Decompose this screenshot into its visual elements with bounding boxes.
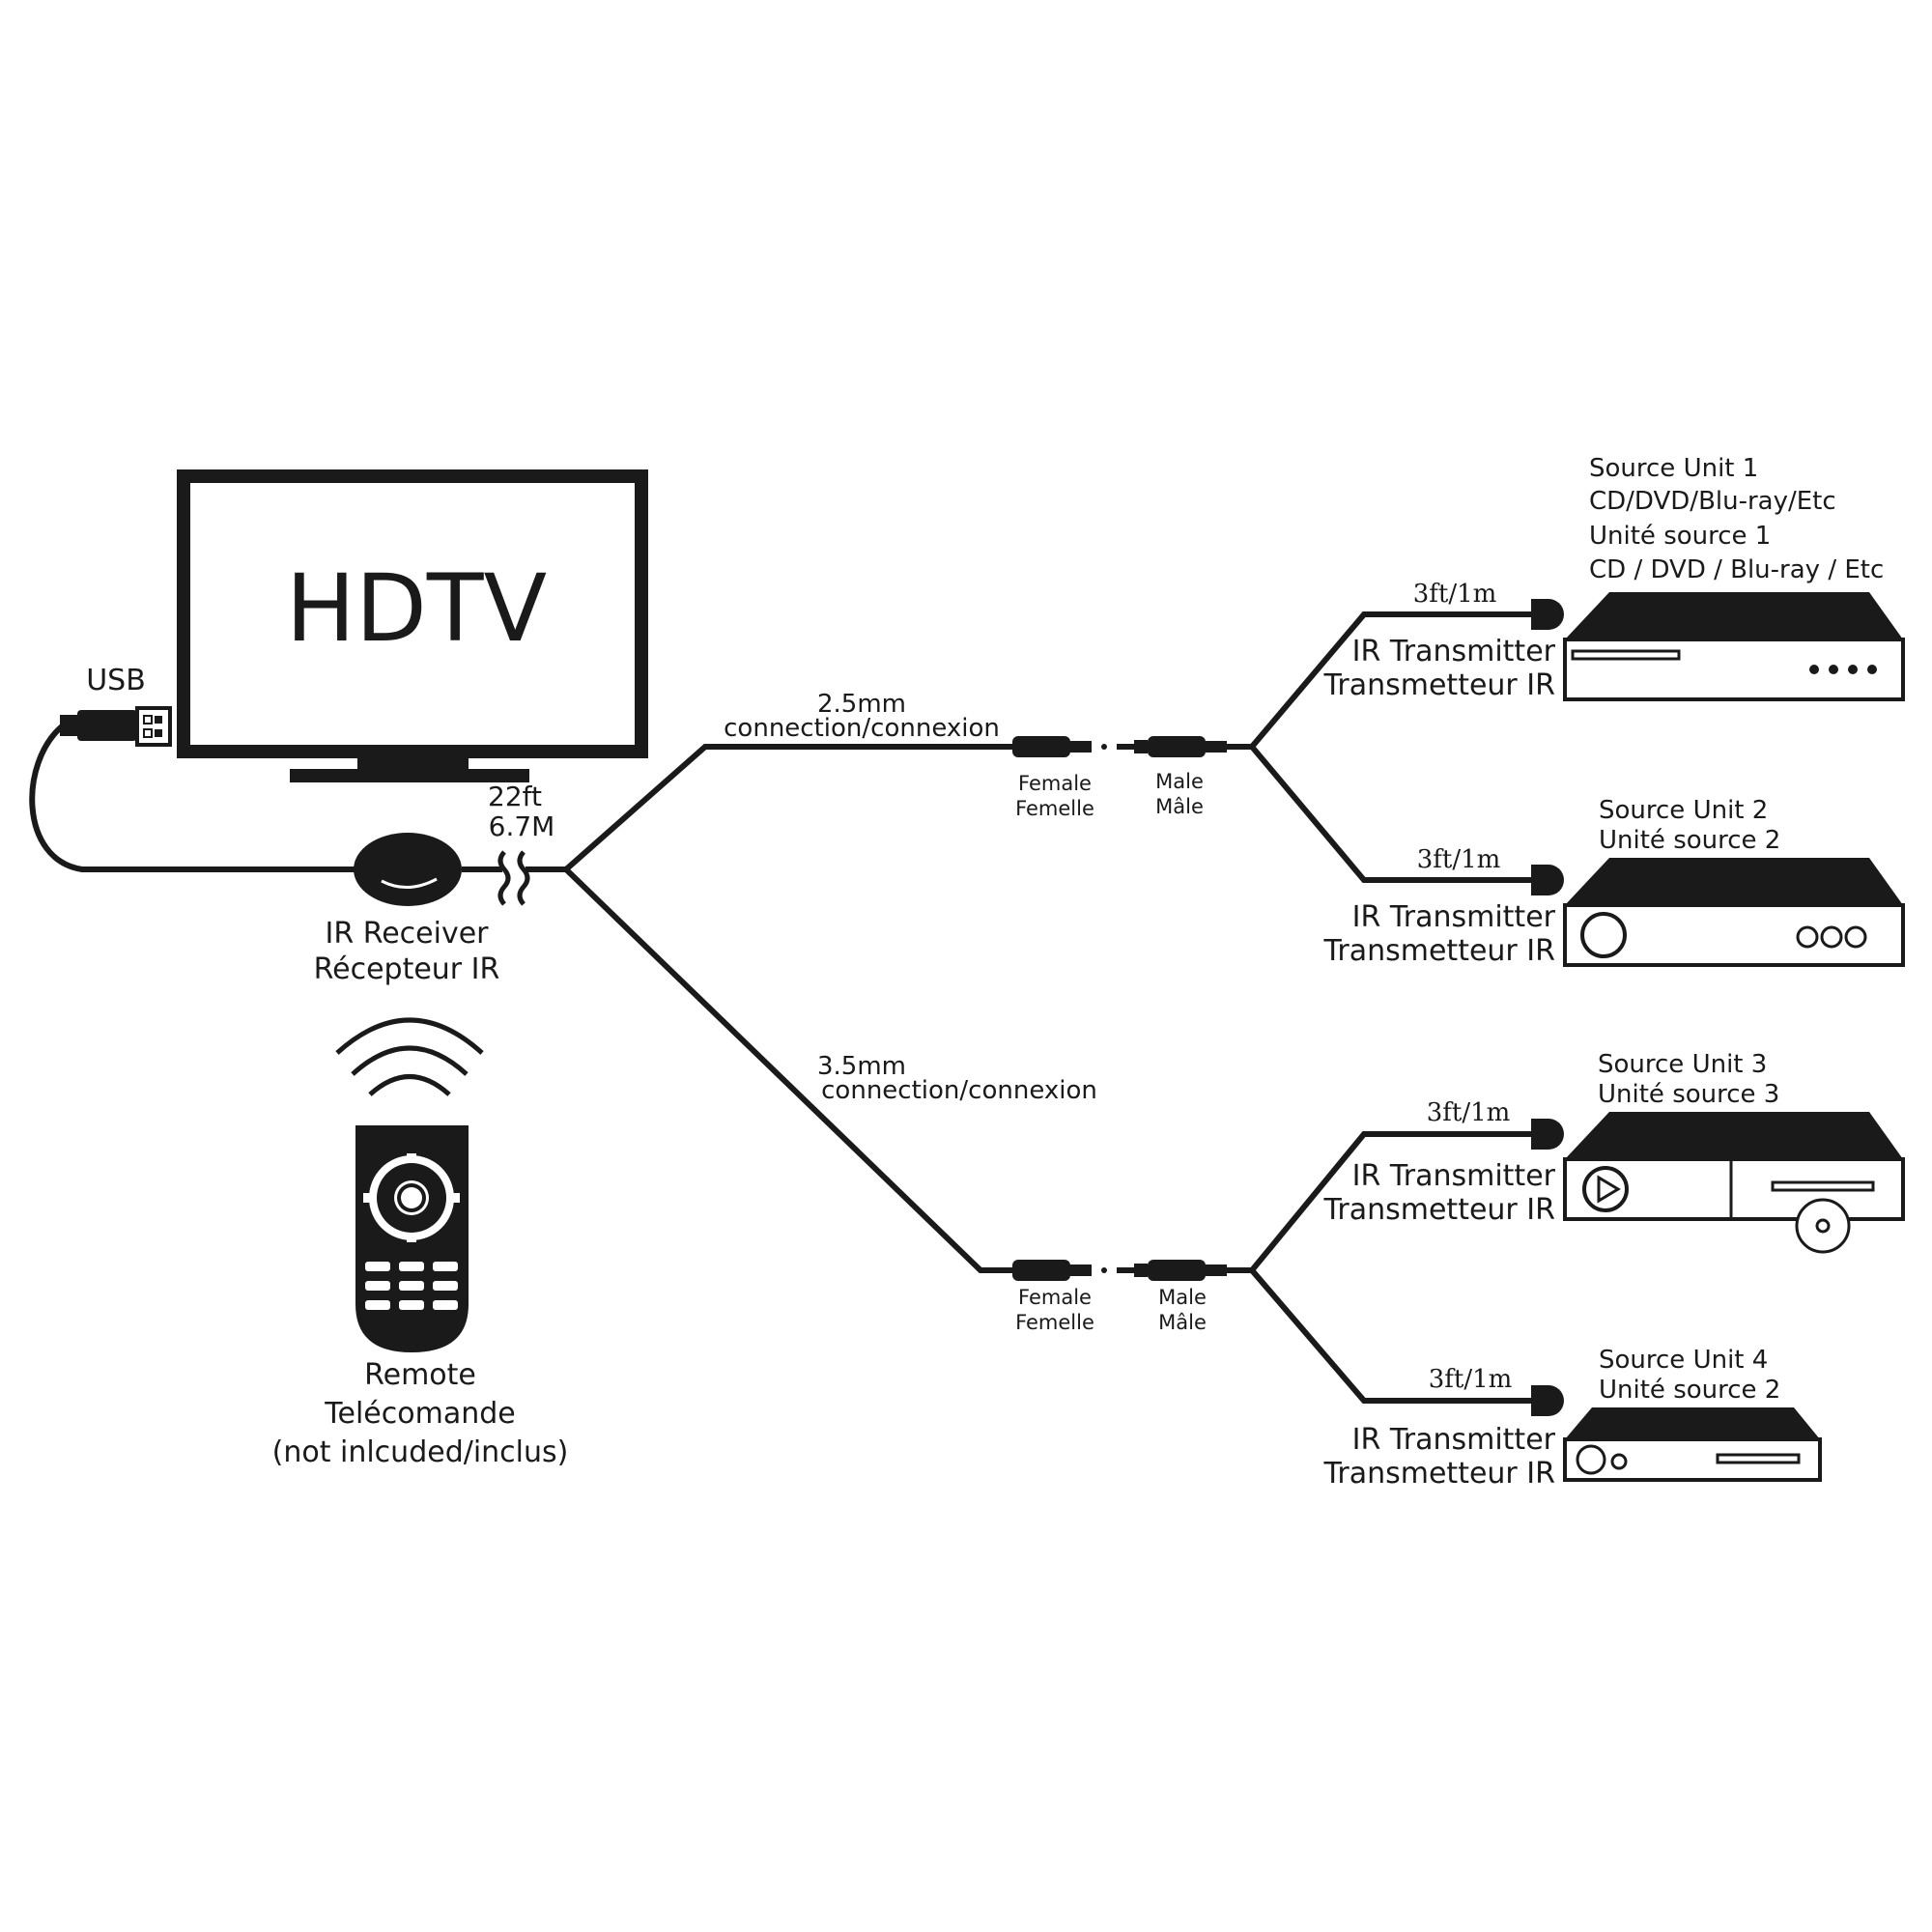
source-unit-2-line-2: Unité source 2 (1599, 826, 1780, 855)
usb-cable (29, 724, 362, 872)
branch-b-size: 3.5mm (817, 1052, 906, 1081)
transmitter-4-label-en: IR Transmitter (1352, 1423, 1556, 1457)
connector-b-male-fr: Mâle (1158, 1311, 1207, 1334)
cable-branch-2-5mm (564, 744, 1014, 872)
cable-break-icon (497, 850, 530, 906)
receiver-label-fr: Récepteur IR (314, 952, 500, 986)
cable-length-m: 6.7M (489, 810, 555, 842)
source-unit-3-line-1: Source Unit 3 (1598, 1050, 1767, 1079)
cable-transmitter-4 (1249, 1268, 1536, 1404)
hdtv-icon (177, 469, 648, 782)
branch-a-size: 2.5mm (817, 690, 906, 719)
source-unit-4-line-2: Unité source 2 (1599, 1376, 1780, 1405)
source-unit-1-icon (1563, 592, 1905, 701)
unit-3-cable-length: 3ft/1m (1427, 1098, 1511, 1127)
tv-label: HDTV (286, 554, 547, 663)
branch-a-connection: connection/connexion (724, 714, 1000, 743)
transmitter-3-label-en: IR Transmitter (1352, 1159, 1556, 1193)
remote-control-icon (355, 1125, 469, 1352)
unit-1-cable-length: 3ft/1m (1413, 580, 1497, 609)
branch-b-connection: connection/connexion (821, 1076, 1097, 1105)
source-unit-4-line-1: Source Unit 4 (1599, 1346, 1768, 1375)
ir-transmitter-head-icon (1531, 1385, 1564, 1416)
remote-label-fr: Telécomande (324, 1397, 515, 1431)
source-unit-1-line-2: CD/DVD/Blu-ray/Etc (1589, 487, 1836, 516)
signal-waves-icon (335, 1017, 484, 1096)
cable-branch-3-5mm (563, 867, 1014, 1273)
female-jack-icon (1012, 736, 1092, 757)
source-unit-1-line-4: CD / DVD / Blu-ray / Etc (1589, 555, 1884, 584)
connector-a-male-fr: Mâle (1155, 795, 1204, 818)
connector-b-female-fr: Femelle (1015, 1311, 1094, 1334)
connector-a-male-en: Male (1155, 770, 1204, 793)
source-unit-2-icon (1563, 858, 1905, 967)
usb-plug-icon (60, 706, 172, 747)
cable-transmitter-2 (1249, 745, 1536, 883)
ir-transmitter-head-icon (1531, 599, 1564, 630)
connector-b-female-en: Female (1018, 1286, 1092, 1309)
cable-transmitter-1 (1227, 611, 1536, 750)
cable-length-ft: 22ft (488, 781, 542, 812)
source-unit-4-icon (1563, 1407, 1822, 1482)
source-unit-1-line-3: Unité source 1 (1589, 522, 1771, 551)
remote-label-en: Remote (364, 1358, 476, 1392)
usb-label: USB (86, 664, 146, 697)
ir-transmitter-head-icon (1531, 865, 1564, 895)
transmitter-3-label-fr: Transmetteur IR (1322, 1193, 1555, 1227)
unit-4-cable-length: 3ft/1m (1429, 1365, 1513, 1394)
transmitter-4-label-fr: Transmetteur IR (1322, 1457, 1555, 1491)
connector-a-female-fr: Femelle (1015, 797, 1094, 820)
unit-2-cable-length: 3ft/1m (1417, 845, 1501, 874)
connector-a-female-en: Female (1018, 772, 1092, 795)
source-unit-2-line-1: Source Unit 2 (1599, 796, 1768, 825)
remote-label-note: (not inlcuded/inclus) (272, 1435, 569, 1469)
transmitter-2-label-en: IR Transmitter (1352, 900, 1556, 934)
male-plug-icon (1101, 736, 1227, 757)
source-unit-1-line-1: Source Unit 1 (1589, 454, 1758, 483)
ir-receiver-icon (354, 833, 462, 906)
ir-transmitter-head-icon (1531, 1119, 1564, 1150)
source-unit-3-icon (1563, 1112, 1905, 1254)
cable-transmitter-3 (1227, 1131, 1536, 1273)
transmitter-1-label-fr: Transmetteur IR (1322, 668, 1555, 702)
transmitter-1-label-en: IR Transmitter (1352, 635, 1556, 668)
female-jack-icon (1012, 1260, 1092, 1281)
transmitter-2-label-fr: Transmetteur IR (1322, 934, 1555, 968)
male-plug-icon (1101, 1260, 1227, 1281)
receiver-label-en: IR Receiver (325, 917, 489, 951)
source-unit-3-line-2: Unité source 3 (1598, 1080, 1779, 1109)
connector-b-male-en: Male (1158, 1286, 1207, 1309)
